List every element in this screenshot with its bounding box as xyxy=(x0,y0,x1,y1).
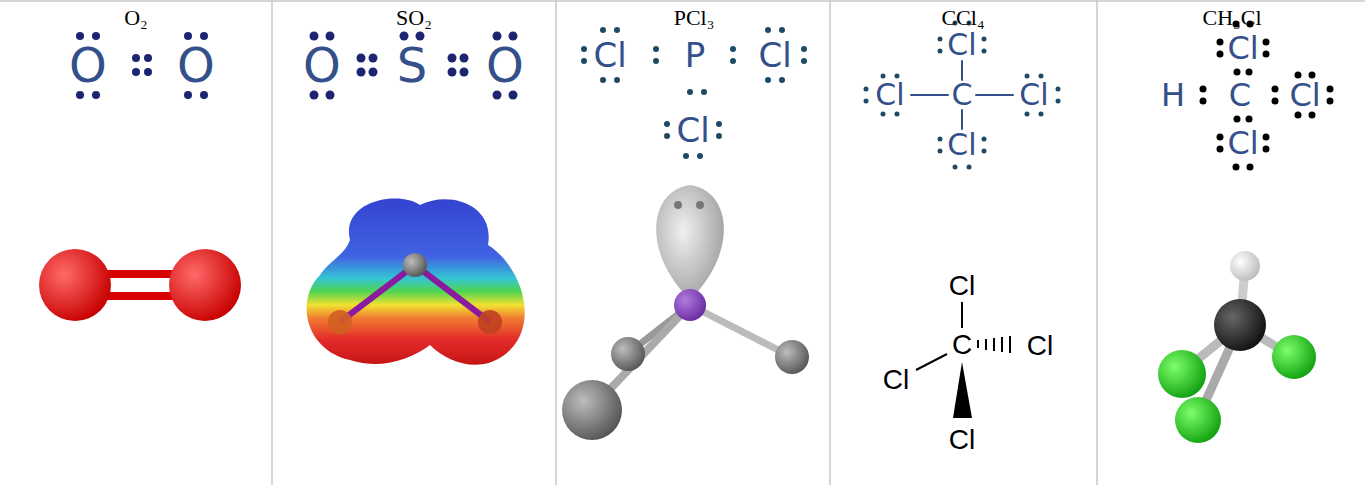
atom-label: Cl xyxy=(949,426,975,454)
bond-lines xyxy=(911,61,1013,129)
atom-symbol: Cl xyxy=(875,80,904,110)
atom-symbol: O xyxy=(303,41,341,89)
atom-symbol: O xyxy=(177,41,215,89)
atom-symbol: Cl xyxy=(1227,32,1258,64)
atom-symbol: Cl xyxy=(676,113,709,147)
o2-model xyxy=(39,249,241,321)
formula-heading: SO₂ xyxy=(396,7,432,29)
atom-label: Cl xyxy=(883,366,909,394)
electron-dots xyxy=(76,32,518,100)
atom-symbol: Cl xyxy=(593,38,626,72)
formula-heading: O₂ xyxy=(124,7,148,29)
wedge-bonds xyxy=(916,302,1010,418)
pcl3-model xyxy=(562,185,809,440)
ch3cl-model xyxy=(1158,251,1316,443)
atom-label: C xyxy=(952,331,972,359)
atom-symbol: O xyxy=(69,41,107,89)
so2-esp-model xyxy=(307,198,525,364)
atom-symbol: H xyxy=(1161,79,1185,111)
atom-symbol: C xyxy=(952,80,973,110)
atom-symbol: Cl xyxy=(1289,79,1320,111)
atom-symbol: Cl xyxy=(1227,127,1258,159)
formula-heading: CH₃Cl xyxy=(1202,7,1261,29)
formula-heading: CCl₄ xyxy=(941,7,984,29)
atom-symbol: Cl xyxy=(1019,80,1048,110)
electron-dots xyxy=(1200,21,1334,171)
atom-symbol: Cl xyxy=(947,30,976,60)
atom-symbol: P xyxy=(685,38,706,72)
formula-heading: PCl₃ xyxy=(674,7,715,29)
atom-symbol: Cl xyxy=(947,130,976,160)
atom-label: Cl xyxy=(949,272,975,300)
atom-symbol: S xyxy=(397,41,427,89)
electron-dots xyxy=(581,21,1061,170)
atom-symbol: O xyxy=(486,41,524,89)
atom-label: Cl xyxy=(1027,332,1053,360)
atom-symbol: C xyxy=(1229,79,1251,111)
atom-symbol: Cl xyxy=(758,38,791,72)
